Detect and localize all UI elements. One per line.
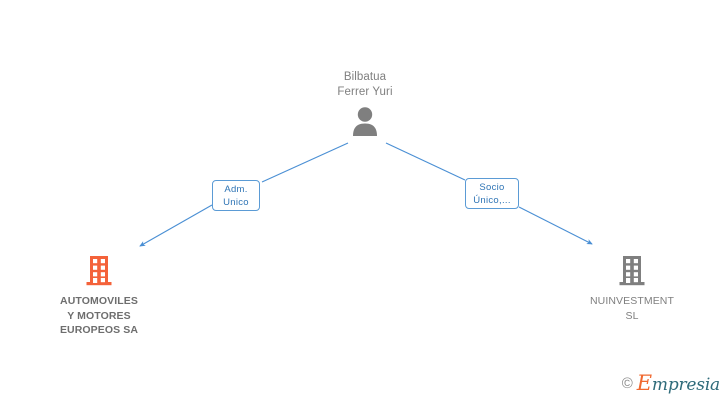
building-icon	[619, 256, 645, 286]
relation-label-adm-unico[interactable]: Adm. Unico	[212, 180, 260, 211]
company-name-label: AUTOMOVILES Y MOTORES EUROPEOS SA	[59, 295, 139, 336]
company-node-nuinvestment[interactable]: NUINVESTMENT SL	[547, 256, 717, 323]
person-node[interactable]: Bilbatua Ferrer Yuri	[285, 70, 445, 136]
edge-adm-unico-to-automoviles	[139, 204, 213, 247]
edge-socio-unico-to-nuinvestment	[518, 206, 593, 245]
edge-person-to-socio-unico	[385, 142, 466, 181]
person-name-label: Bilbatua Ferrer Yuri	[337, 71, 393, 98]
brand-first-letter: E	[636, 371, 652, 395]
company-node-automoviles[interactable]: AUTOMOVILES Y MOTORES EUROPEOS SA	[14, 256, 184, 338]
person-icon	[353, 107, 377, 136]
relation-label-socio-unico[interactable]: Socio Único,...	[465, 178, 519, 209]
brand-rest: mpresia	[651, 375, 720, 395]
watermark: © Empresia	[622, 373, 720, 394]
company-name-label: NUINVESTMENT SL	[589, 295, 675, 322]
copyright-icon: ©	[621, 375, 633, 392]
edge-person-to-adm-unico	[261, 142, 349, 183]
building-icon	[86, 256, 112, 286]
brand-name: Empresia	[637, 373, 720, 394]
